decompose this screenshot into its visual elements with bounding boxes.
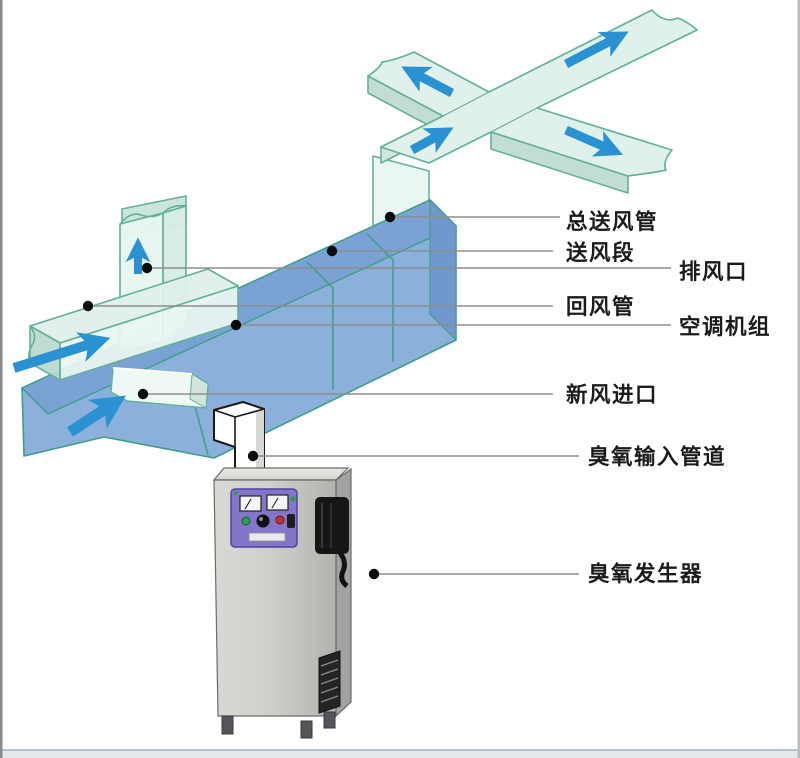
arrow-se	[564, 125, 623, 157]
control-panel	[230, 488, 298, 548]
label-supply-section: 送风段	[566, 240, 635, 266]
labels: 总送风管 送风段 排风口 回风管 空调机组 新风进口 臭氧输入管道 臭氧发生器	[566, 209, 771, 587]
red-button	[275, 515, 285, 525]
green-button	[241, 516, 251, 526]
label-ozone-input-pipe: 臭氧输入管道	[588, 444, 726, 470]
label-main-supply-duct: 总送风管	[566, 209, 658, 235]
indicator-led-right	[290, 496, 296, 502]
machine-feet	[221, 711, 336, 739]
analog-meter-left	[239, 495, 262, 512]
arrow-return-in	[12, 332, 111, 373]
analog-meter-right	[266, 494, 289, 511]
fresh-air-inlet-port	[110, 367, 209, 409]
airflow-arrows	[12, 31, 629, 437]
louver-vent	[318, 650, 341, 714]
ozone-generator-machine	[212, 467, 352, 739]
leader-lines	[82, 211, 671, 580]
arrow-fresh-in	[66, 395, 126, 437]
panel-nameplate	[248, 532, 286, 542]
box-seam-2	[366, 233, 394, 362]
control-knob	[256, 514, 270, 528]
label-return-duct: 回风管	[566, 294, 635, 320]
box-seam-1	[306, 261, 334, 390]
label-ozone-generator: 臭氧发生器	[588, 561, 703, 587]
indicator-led-left	[234, 491, 238, 495]
rocker-switch	[287, 514, 295, 528]
cross-duct-junction	[367, 9, 698, 194]
arrow-sw-inflow	[409, 127, 454, 154]
fan-cable	[337, 551, 349, 588]
arrow-ne	[563, 31, 629, 68]
label-fresh-air-inlet: 新风进口	[566, 382, 658, 408]
label-ahu-unit: 空调机组	[679, 314, 771, 340]
arrow-nw	[401, 66, 455, 97]
label-exhaust-outlet: 排风口	[679, 260, 748, 285]
side-fan-unit	[315, 497, 349, 588]
